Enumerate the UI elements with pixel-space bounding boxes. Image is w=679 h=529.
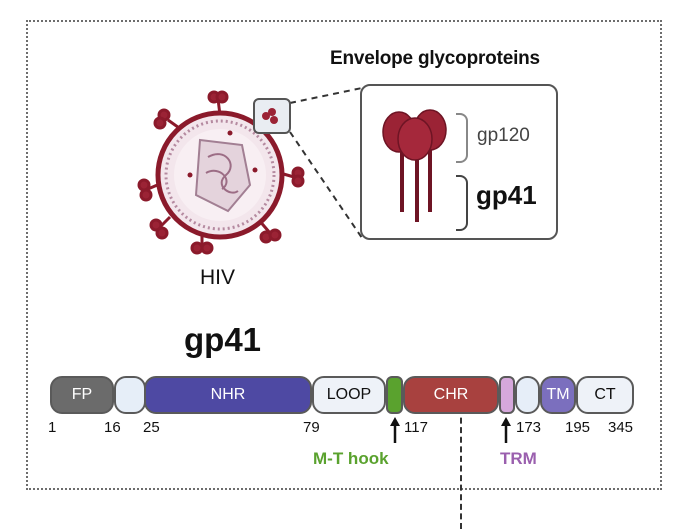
- figure-frame: [26, 20, 662, 490]
- envelope-spike-icon: [382, 109, 447, 222]
- position-25: 25: [143, 419, 160, 436]
- domain-gap-1: [114, 376, 146, 414]
- gp120-bracket: [456, 113, 468, 163]
- position-173: 173: [516, 419, 542, 436]
- position-195: 195: [565, 419, 591, 436]
- domain-trm: [499, 376, 515, 414]
- position-16: 16: [104, 419, 121, 436]
- envelope-glycoproteins-title: Envelope glycoproteins: [330, 48, 540, 69]
- gp41-bracket: [456, 175, 468, 231]
- position-117: 117: [404, 419, 428, 436]
- domain-loop: LOOP: [312, 376, 386, 414]
- domain-mt-hook: [386, 376, 403, 414]
- hiv-label: HIV: [200, 266, 236, 289]
- position-1: 1: [48, 419, 57, 436]
- mt-hook-arrow-icon: [390, 417, 400, 443]
- position-345: 345: [608, 419, 634, 436]
- domain-tm: TM: [540, 376, 576, 414]
- gp120-label: gp120: [477, 125, 530, 146]
- domain-gap-2: [515, 376, 540, 414]
- trm-label: TRM: [500, 449, 537, 468]
- domain-fp: FP: [50, 376, 114, 414]
- position-79: 79: [303, 419, 320, 436]
- dashed-connector-line: [460, 408, 462, 529]
- gp41-domain-map-title: gp41: [184, 321, 262, 358]
- domain-nhr: NHR: [144, 376, 312, 414]
- domain-ct: CT: [576, 376, 634, 414]
- gp41-spike-label: gp41: [476, 180, 537, 210]
- trm-arrow-icon: [501, 417, 511, 443]
- mt-hook-label: M-T hook: [313, 449, 389, 468]
- domain-chr: CHR: [403, 376, 499, 414]
- hiv-virus-icon: [137, 90, 305, 255]
